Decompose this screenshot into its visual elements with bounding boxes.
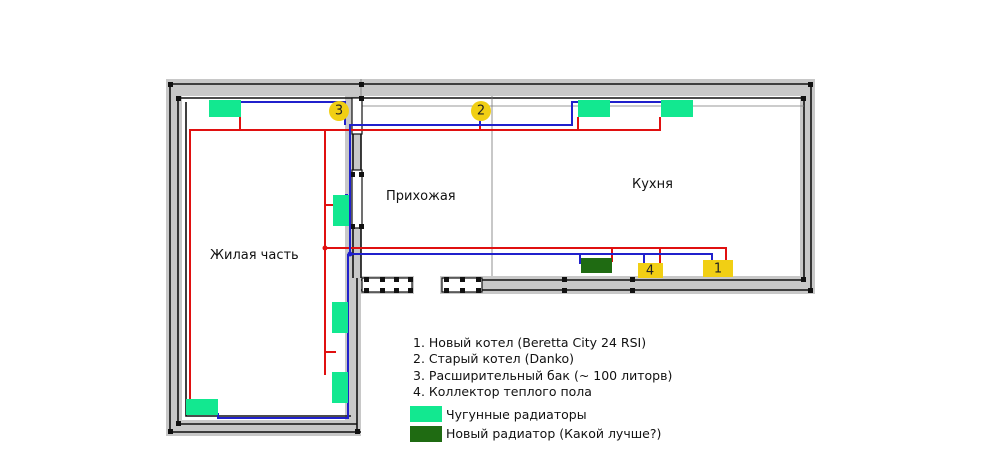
supply-pipe-kitchen	[480, 117, 661, 131]
node	[380, 288, 385, 293]
node	[630, 277, 635, 282]
legend: 1. Новый котел (Beretta City 24 RSI) 2. …	[410, 335, 672, 442]
node	[460, 288, 465, 293]
node	[801, 96, 806, 101]
hall-door-jamb	[351, 169, 363, 229]
node	[364, 277, 369, 282]
markers: 1 4 2 3	[329, 101, 733, 279]
room-label-hallway: Прихожая	[386, 189, 456, 204]
cast-iron-radiator	[578, 100, 610, 117]
node	[562, 277, 567, 282]
kitchen-bottom-line	[444, 279, 811, 291]
node	[476, 277, 481, 282]
return-pipe-main	[349, 117, 713, 262]
new-radiator	[581, 258, 612, 273]
partition-jamb-top	[351, 97, 363, 135]
new-boiler-marker-label: 1	[714, 262, 722, 277]
room-label-kitchen: Кухня	[632, 177, 673, 192]
legend-swatch-new-radiator	[410, 426, 442, 442]
old-boiler-marker	[471, 101, 491, 121]
supply-pipe-to-bottom-radiator	[189, 129, 325, 400]
hall-bottom-jamb	[361, 277, 413, 293]
walls	[166, 79, 815, 436]
cast-iron-radiator	[332, 302, 348, 333]
node	[168, 82, 173, 87]
legend-swatch-cast-iron	[410, 406, 442, 422]
node	[630, 288, 635, 293]
legend-item-2: 2. Старый котел (Danko)	[413, 351, 574, 366]
expansion-tank-marker	[329, 101, 349, 121]
legend-label-cast-iron: Чугунные радиаторы	[446, 407, 587, 422]
node	[168, 429, 173, 434]
pipe-junction	[347, 251, 353, 257]
node	[408, 277, 413, 282]
return-pipe-living-top	[231, 101, 346, 125]
cast-iron-radiator	[186, 399, 218, 415]
node	[350, 224, 355, 229]
floor-heating-collector-marker	[638, 263, 663, 278]
node	[355, 429, 360, 434]
living-inner-line-2	[185, 102, 351, 417]
node	[394, 288, 399, 293]
cast-iron-radiator	[661, 100, 693, 117]
node	[176, 96, 181, 101]
room-label-living: Жилая часть	[210, 248, 299, 263]
supply-pipe-living-top	[239, 117, 325, 131]
legend-label-new-radiator: Новый радиатор (Какой лучше?)	[446, 426, 661, 441]
node	[476, 288, 481, 293]
node	[444, 288, 449, 293]
node	[359, 96, 364, 101]
old-boiler-marker-label: 2	[477, 104, 485, 119]
node	[394, 277, 399, 282]
node	[808, 82, 813, 87]
return-pipe-kitchen	[480, 101, 669, 126]
legend-item-1: 1. Новый котел (Beretta City 24 RSI)	[413, 335, 646, 350]
node	[562, 288, 567, 293]
pipe-junction	[322, 245, 328, 251]
node	[350, 172, 355, 177]
node	[460, 277, 465, 282]
supply-pipes	[189, 117, 727, 400]
node	[359, 224, 364, 229]
expansion-tank-marker-label: 3	[335, 104, 343, 119]
radiators	[186, 100, 693, 415]
node	[808, 288, 813, 293]
node	[359, 172, 364, 177]
floor-heating-collector-marker-label: 4	[646, 264, 654, 279]
node	[380, 277, 385, 282]
cast-iron-radiator	[333, 195, 349, 226]
node	[801, 277, 806, 282]
legend-item-3: 3. Расширительный бак (~ 100 литорв)	[413, 368, 672, 383]
legend-item-4: 4. Коллектор теплого пола	[413, 384, 592, 399]
node	[408, 288, 413, 293]
cast-iron-radiator	[209, 100, 241, 117]
node	[176, 421, 181, 426]
new-boiler-marker	[703, 260, 733, 277]
node	[359, 82, 364, 87]
cast-iron-radiator	[332, 372, 348, 403]
node	[444, 277, 449, 282]
node	[364, 288, 369, 293]
return-pipe-living-right	[217, 254, 349, 419]
